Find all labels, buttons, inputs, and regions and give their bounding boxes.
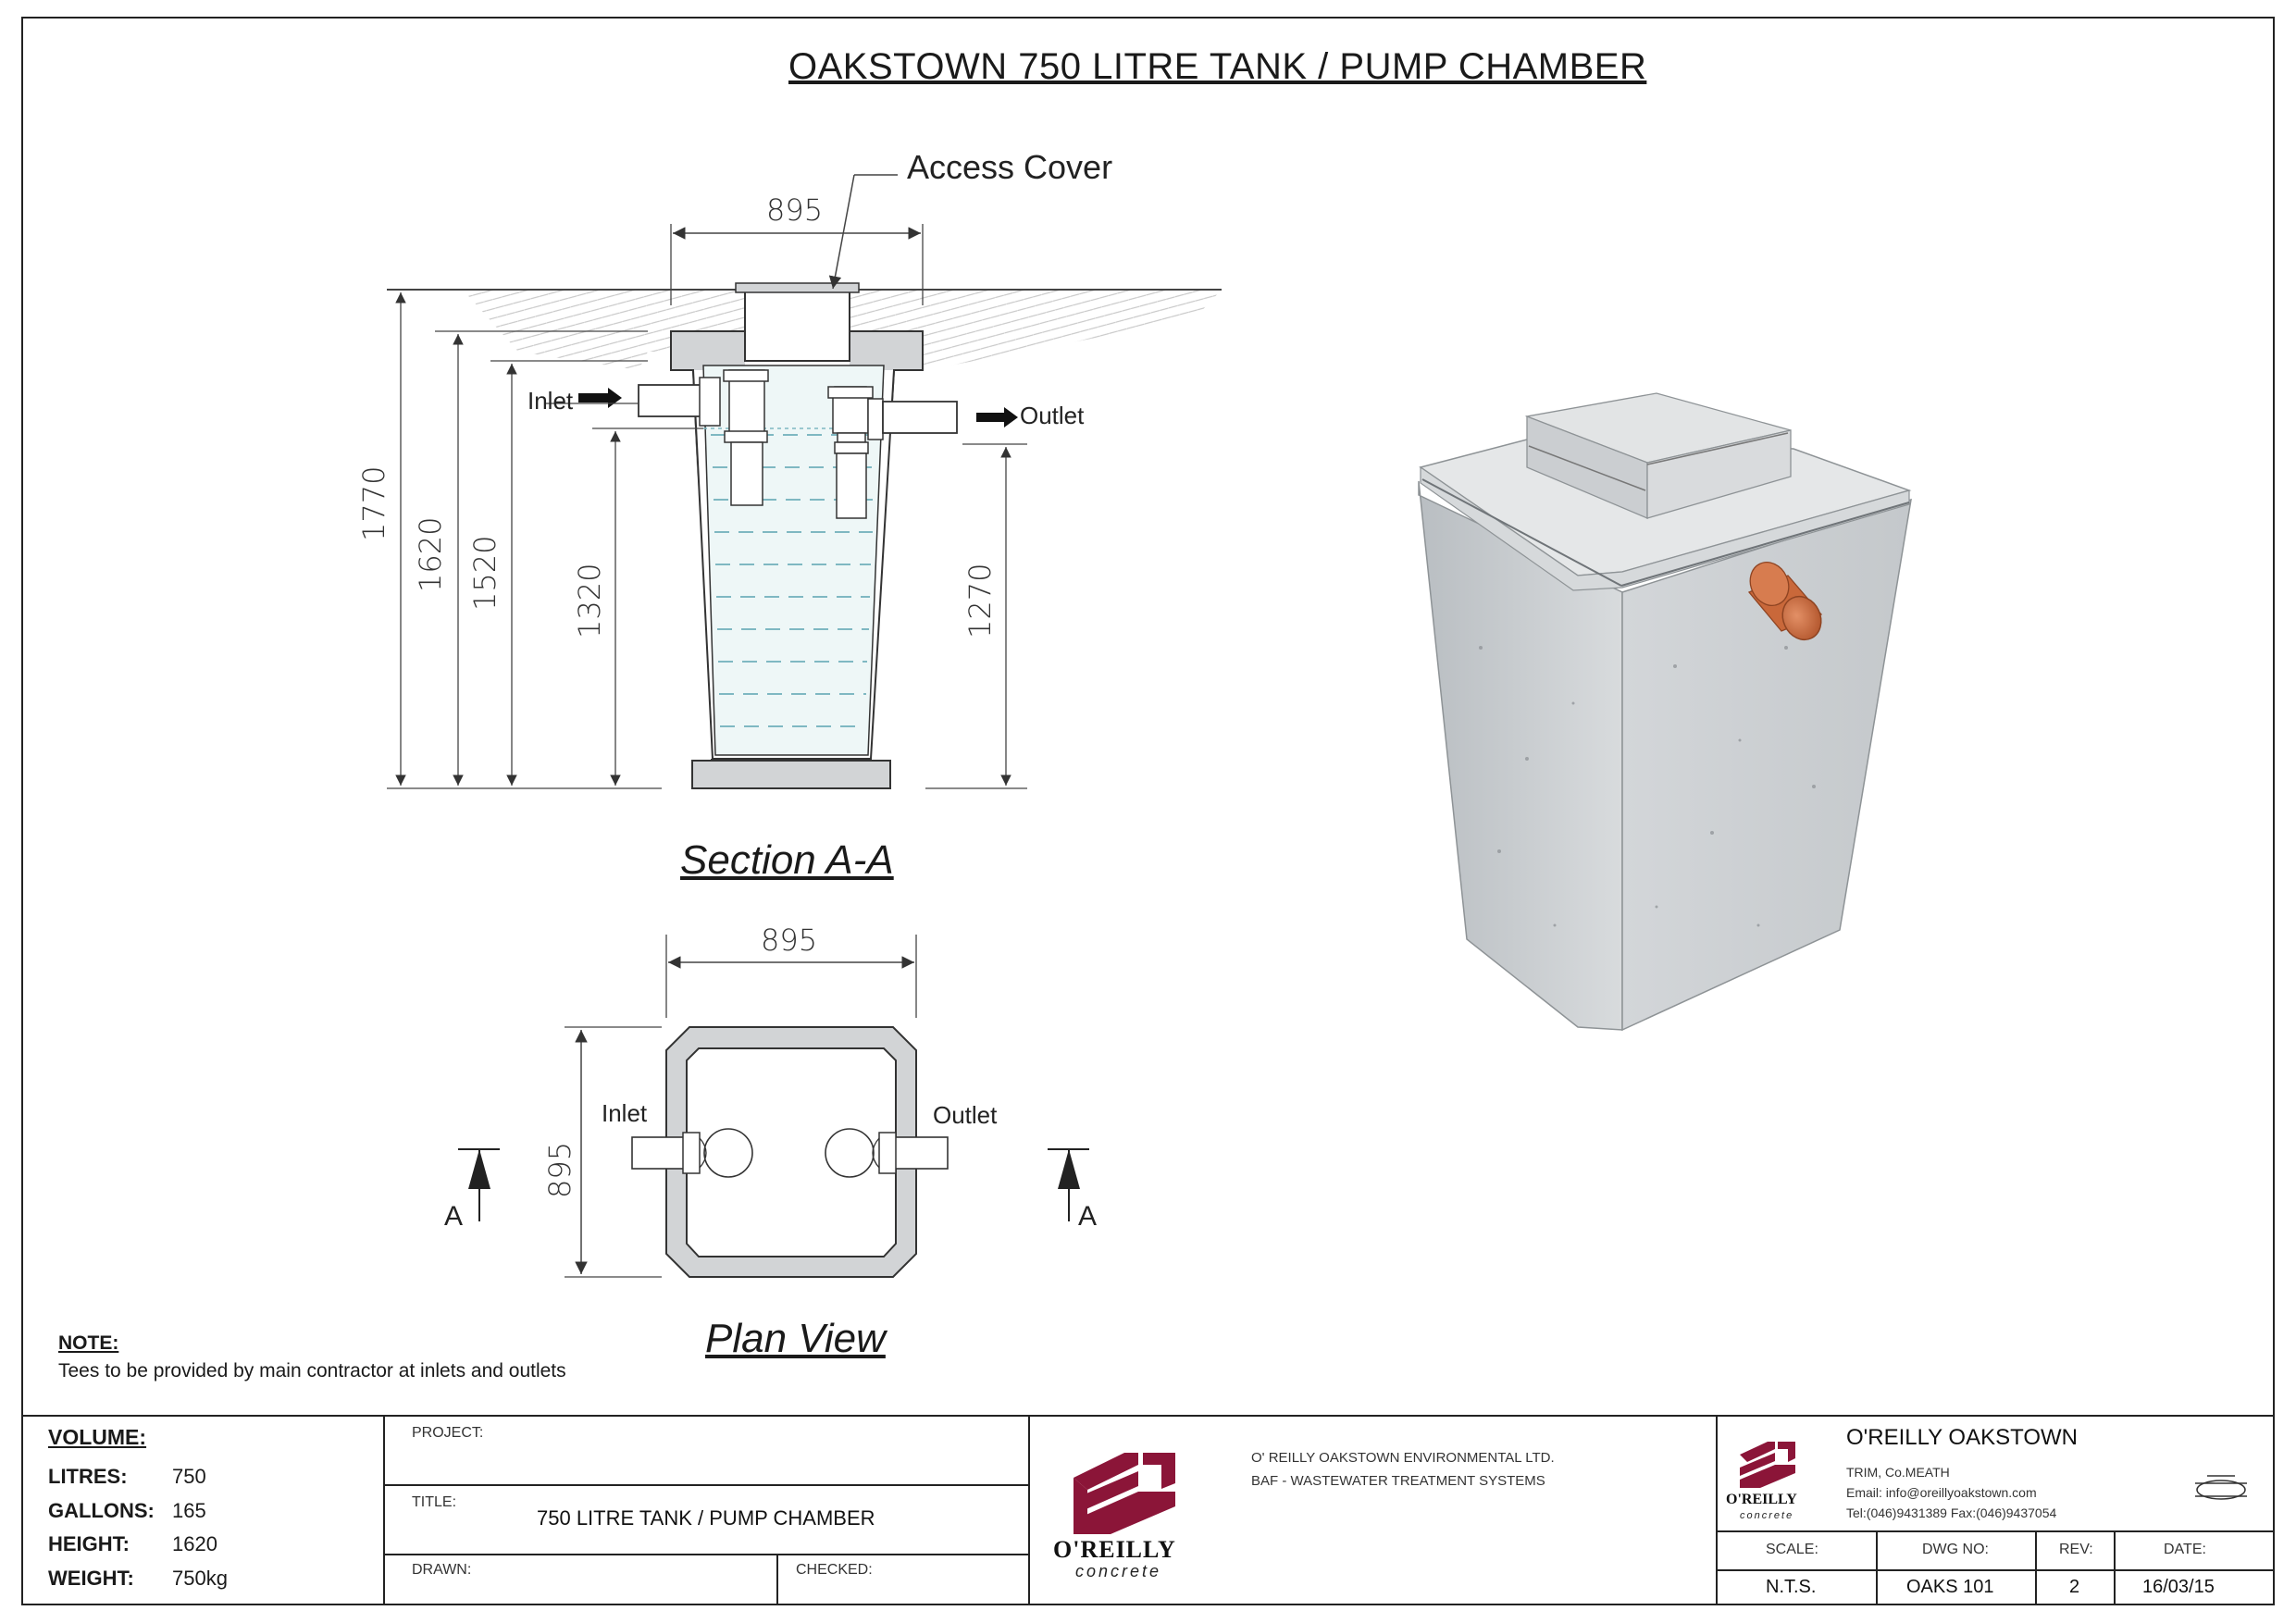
checked-label: CHECKED: [796,1562,873,1578]
small-logo-wordmark: O'REILLY [1726,1492,1797,1507]
dim-1270: 1270 [962,563,998,638]
weight-key: WEIGHT: [48,1567,134,1590]
section-marker-right-label: A [1078,1201,1098,1232]
plan-inlet-label: Inlet [602,1099,648,1127]
section-outlet-label: Outlet [1020,402,1085,429]
company-line-1: O' REILLY OAKSTOWN ENVIRONMENTAL LTD. [1251,1450,1555,1466]
tank-base [691,760,891,789]
outlet-tee [836,452,867,519]
plan-view [458,935,1089,1278]
date-value: 16/03/15 [2142,1577,2215,1597]
section-dim-width: 895 [766,192,824,228]
gallons-value: 165 [172,1499,206,1522]
small-logo-subword: concrete [1740,1510,1794,1521]
scale-label: SCALE: [1766,1542,1818,1557]
date-label: DATE: [2164,1542,2206,1557]
plan-outlet-tee [825,1128,875,1178]
dim-1770: 1770 [356,465,391,541]
access-cover-label: Access Cover [907,148,1113,186]
dim-1620: 1620 [413,516,448,592]
plan-caption: Plan View [705,1316,886,1361]
height-value: 1620 [172,1532,217,1555]
dim-1520: 1520 [467,535,503,611]
plan-dim-width: 895 [761,923,818,958]
logo-subword: concrete [1075,1562,1162,1580]
outlet-arrow [976,407,1018,427]
inlet-arrow [578,388,622,408]
plan-dim-height: 895 [542,1141,577,1198]
left-dimensions [387,289,703,789]
right-dimension [925,443,1027,789]
section-marker-right [1048,1148,1089,1221]
logo-wordmark: O'REILLY [1053,1536,1176,1563]
litres-value: 750 [172,1465,206,1488]
firm-email: Email: info@oreillyoakstown.com [1846,1485,2037,1500]
height-key: HEIGHT: [48,1532,130,1555]
plan-inlet-tee [703,1128,753,1178]
volume-heading: VOLUME: [48,1425,147,1449]
title-label: TITLE: [412,1494,457,1510]
gallons-key: GALLONS: [48,1499,155,1522]
note-heading: NOTE: [58,1332,119,1354]
oreilly-logo-small [1740,1442,1795,1488]
litres-key: LITRES: [48,1465,128,1488]
outlet-pipe [882,401,958,434]
rev-value: 2 [2069,1577,2080,1597]
oreilly-logo-large [1074,1453,1175,1534]
title-block-grid [21,1415,2275,1605]
firm-name: O'REILLY OAKSTOWN [1846,1425,2078,1450]
weight-value: 750kg [172,1567,228,1590]
firm-address: TRIM, Co.MEATH [1846,1465,1950,1480]
section-view [387,174,1222,789]
section-inlet-label: Inlet [527,387,574,415]
rev-label: REV: [2059,1542,2093,1557]
section-caption: Section A-A [680,837,894,883]
plan-inner-wall [686,1047,897,1258]
inlet-pipe [638,384,704,417]
tank-3d-outlet-pipe [1747,562,1823,641]
dwg-label: DWG NO: [1922,1542,1989,1557]
firm-phone: Tel:(046)9431389 Fax:(046)9437054 [1846,1505,2057,1520]
project-label: PROJECT: [412,1425,484,1441]
plan-outlet-label: Outlet [933,1101,998,1129]
dim-1320: 1320 [572,563,607,638]
access-neck [744,289,850,362]
title-value: 750 LITRE TANK / PUMP CHAMBER [537,1506,875,1530]
scale-value: N.T.S. [1766,1577,1817,1597]
drawn-label: DRAWN: [412,1562,472,1578]
drawing-frame [21,17,2275,1605]
drawing-title: OAKSTOWN 750 LITRE TANK / PUMP CHAMBER [788,46,1647,87]
access-cover-slab [735,282,860,293]
section-marker-left [458,1148,500,1221]
company-line-2: BAF - WASTEWATER TREATMENT SYSTEMS [1251,1473,1545,1489]
note-text: Tees to be provided by main contractor a… [58,1360,566,1381]
certification-emblem [2195,1475,2247,1500]
dwg-value: OAKS 101 [1906,1577,1994,1597]
section-marker-left-label: A [444,1201,464,1232]
tank-3d-render [1418,392,1912,1032]
